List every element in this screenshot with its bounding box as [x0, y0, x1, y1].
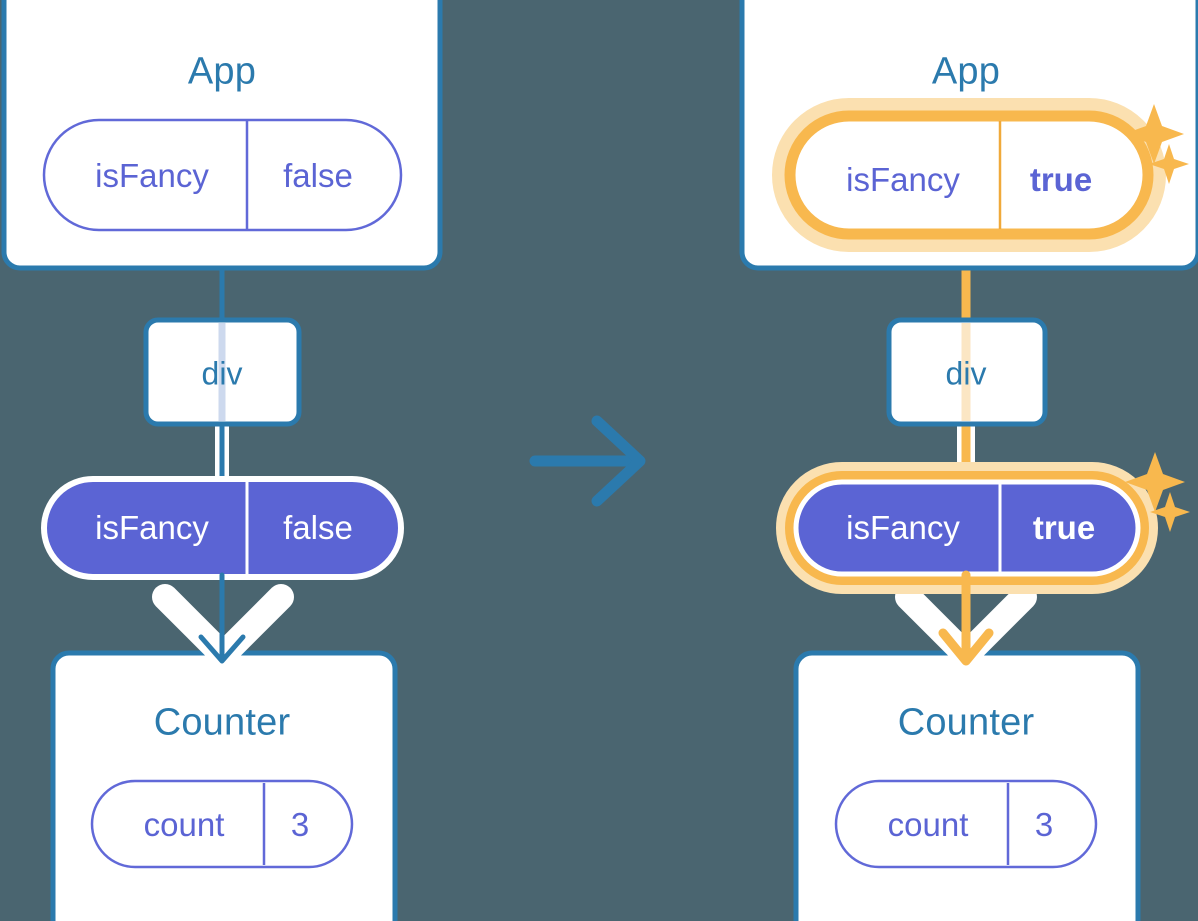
arrow-to-counter-left — [198, 572, 246, 664]
sparkle-app-large-icon — [1124, 104, 1184, 164]
highlight-glow-app-right — [772, 98, 1166, 252]
app-state-pill-left[interactable] — [42, 118, 403, 232]
sparkle-app-small-icon — [1149, 144, 1189, 184]
counter-state-pill-left[interactable] — [90, 779, 354, 869]
sparkle-prop-large-icon — [1125, 452, 1185, 512]
app-state-pill-right[interactable] — [772, 98, 1166, 252]
arrow-to-counter-right — [938, 570, 994, 666]
highlight-ring-app-right — [784, 110, 1154, 240]
fan-arrow-left — [152, 584, 294, 671]
transition-arrow-icon — [529, 415, 646, 507]
counter-state-pill-right[interactable] — [834, 779, 1098, 869]
sparkle-prop-small-icon — [1150, 492, 1190, 532]
